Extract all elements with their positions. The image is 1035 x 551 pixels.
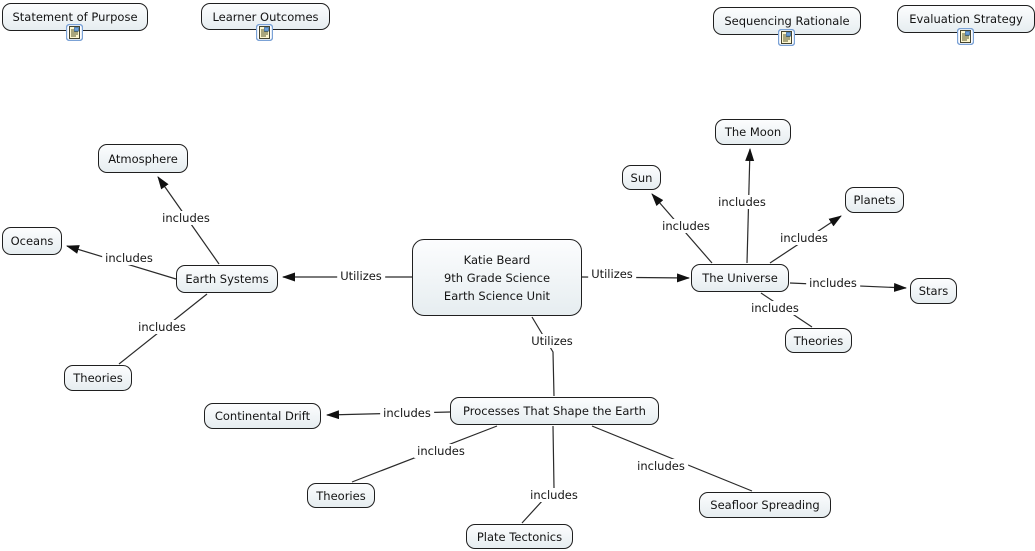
link-line <box>521 425 555 524</box>
concept-label: The Universe <box>702 271 778 285</box>
link-label-includes-stars[interactable]: includes <box>806 276 860 290</box>
link-label-includes-sun[interactable]: includes <box>659 219 713 233</box>
concept-label: Oceans <box>10 234 54 248</box>
concept-the-moon[interactable]: The Moon <box>715 119 791 145</box>
document-resource-icon[interactable] <box>66 24 83 41</box>
concept-root-unit[interactable]: Katie Beard 9th Grade Science Earth Scie… <box>412 239 582 316</box>
concept-plate-tectonics[interactable]: Plate Tectonics <box>466 524 573 549</box>
concept-continental-drift[interactable]: Continental Drift <box>204 403 321 429</box>
document-resource-icon[interactable] <box>778 29 795 46</box>
resource-label: Sequencing Rationale <box>724 14 850 28</box>
link-label-includes-theories-left[interactable]: includes <box>135 320 189 334</box>
concept-planets[interactable]: Planets <box>845 187 904 213</box>
concept-label: Earth Systems <box>185 272 269 286</box>
link-label-includes-continental-drift[interactable]: includes <box>380 406 434 420</box>
concept-label: Theories <box>73 371 123 385</box>
concept-the-universe[interactable]: The Universe <box>691 264 789 292</box>
link-label-includes-plate-tectonics[interactable]: includes <box>527 488 581 502</box>
concept-label: Theories <box>316 488 366 503</box>
concept-label: Plate Tectonics <box>476 529 563 544</box>
concept-sun[interactable]: Sun <box>622 165 661 190</box>
root-line-3: Earth Science Unit <box>443 288 551 303</box>
concept-seafloor-spreading[interactable]: Seafloor Spreading <box>699 492 831 518</box>
root-line-1: Katie Beard <box>463 252 531 267</box>
resource-label: Learner Outcomes <box>212 9 319 24</box>
link-label-includes-planets[interactable]: includes <box>777 231 831 245</box>
concept-label: Theories <box>793 333 844 348</box>
link-line <box>591 425 753 492</box>
link-label-utilizes-earth-systems[interactable]: Utilizes <box>337 269 385 283</box>
concept-label: Stars <box>918 284 949 298</box>
document-resource-icon[interactable] <box>957 28 974 45</box>
concept-atmosphere[interactable]: Atmosphere <box>98 144 188 173</box>
concept-theories-left[interactable]: Theories <box>64 365 132 391</box>
concept-label: Seafloor Spreading <box>710 498 820 512</box>
document-resource-icon[interactable] <box>256 24 273 41</box>
link-label-utilizes-processes[interactable]: Utilizes <box>528 334 576 348</box>
root-line-2: 9th Grade Science <box>443 270 551 285</box>
link-label-includes-theories-right[interactable]: includes <box>748 301 802 315</box>
concept-label: Planets <box>853 193 896 207</box>
concept-label: Continental Drift <box>214 409 311 423</box>
concept-processes-that-shape-the-earth[interactable]: Processes That Shape the Earth <box>450 397 659 425</box>
link-label-utilizes-the-universe[interactable]: Utilizes <box>588 267 636 281</box>
concept-label: The Moon <box>724 125 782 139</box>
concept-earth-systems[interactable]: Earth Systems <box>176 265 278 293</box>
resource-label: Statement of Purpose <box>12 10 138 24</box>
link-label-includes-the-moon[interactable]: includes <box>715 195 769 209</box>
concept-stars[interactable]: Stars <box>910 278 957 304</box>
link-line <box>531 316 555 397</box>
resource-label: Evaluation Strategy <box>909 12 1023 26</box>
link-label-includes-oceans[interactable]: includes <box>102 251 156 265</box>
link-label-includes-seafloor-spreading[interactable]: includes <box>634 459 688 473</box>
concept-theories-bottom[interactable]: Theories <box>307 483 375 508</box>
concept-label: Sun <box>630 170 653 185</box>
concept-label: Processes That Shape the Earth <box>463 404 646 418</box>
link-label-includes-theories-bottom[interactable]: includes <box>414 444 468 458</box>
link-label-includes-atmosphere[interactable]: includes <box>159 211 213 225</box>
concept-theories-right[interactable]: Theories <box>785 328 852 353</box>
concept-label: Atmosphere <box>108 151 178 166</box>
concept-oceans[interactable]: Oceans <box>2 227 62 255</box>
